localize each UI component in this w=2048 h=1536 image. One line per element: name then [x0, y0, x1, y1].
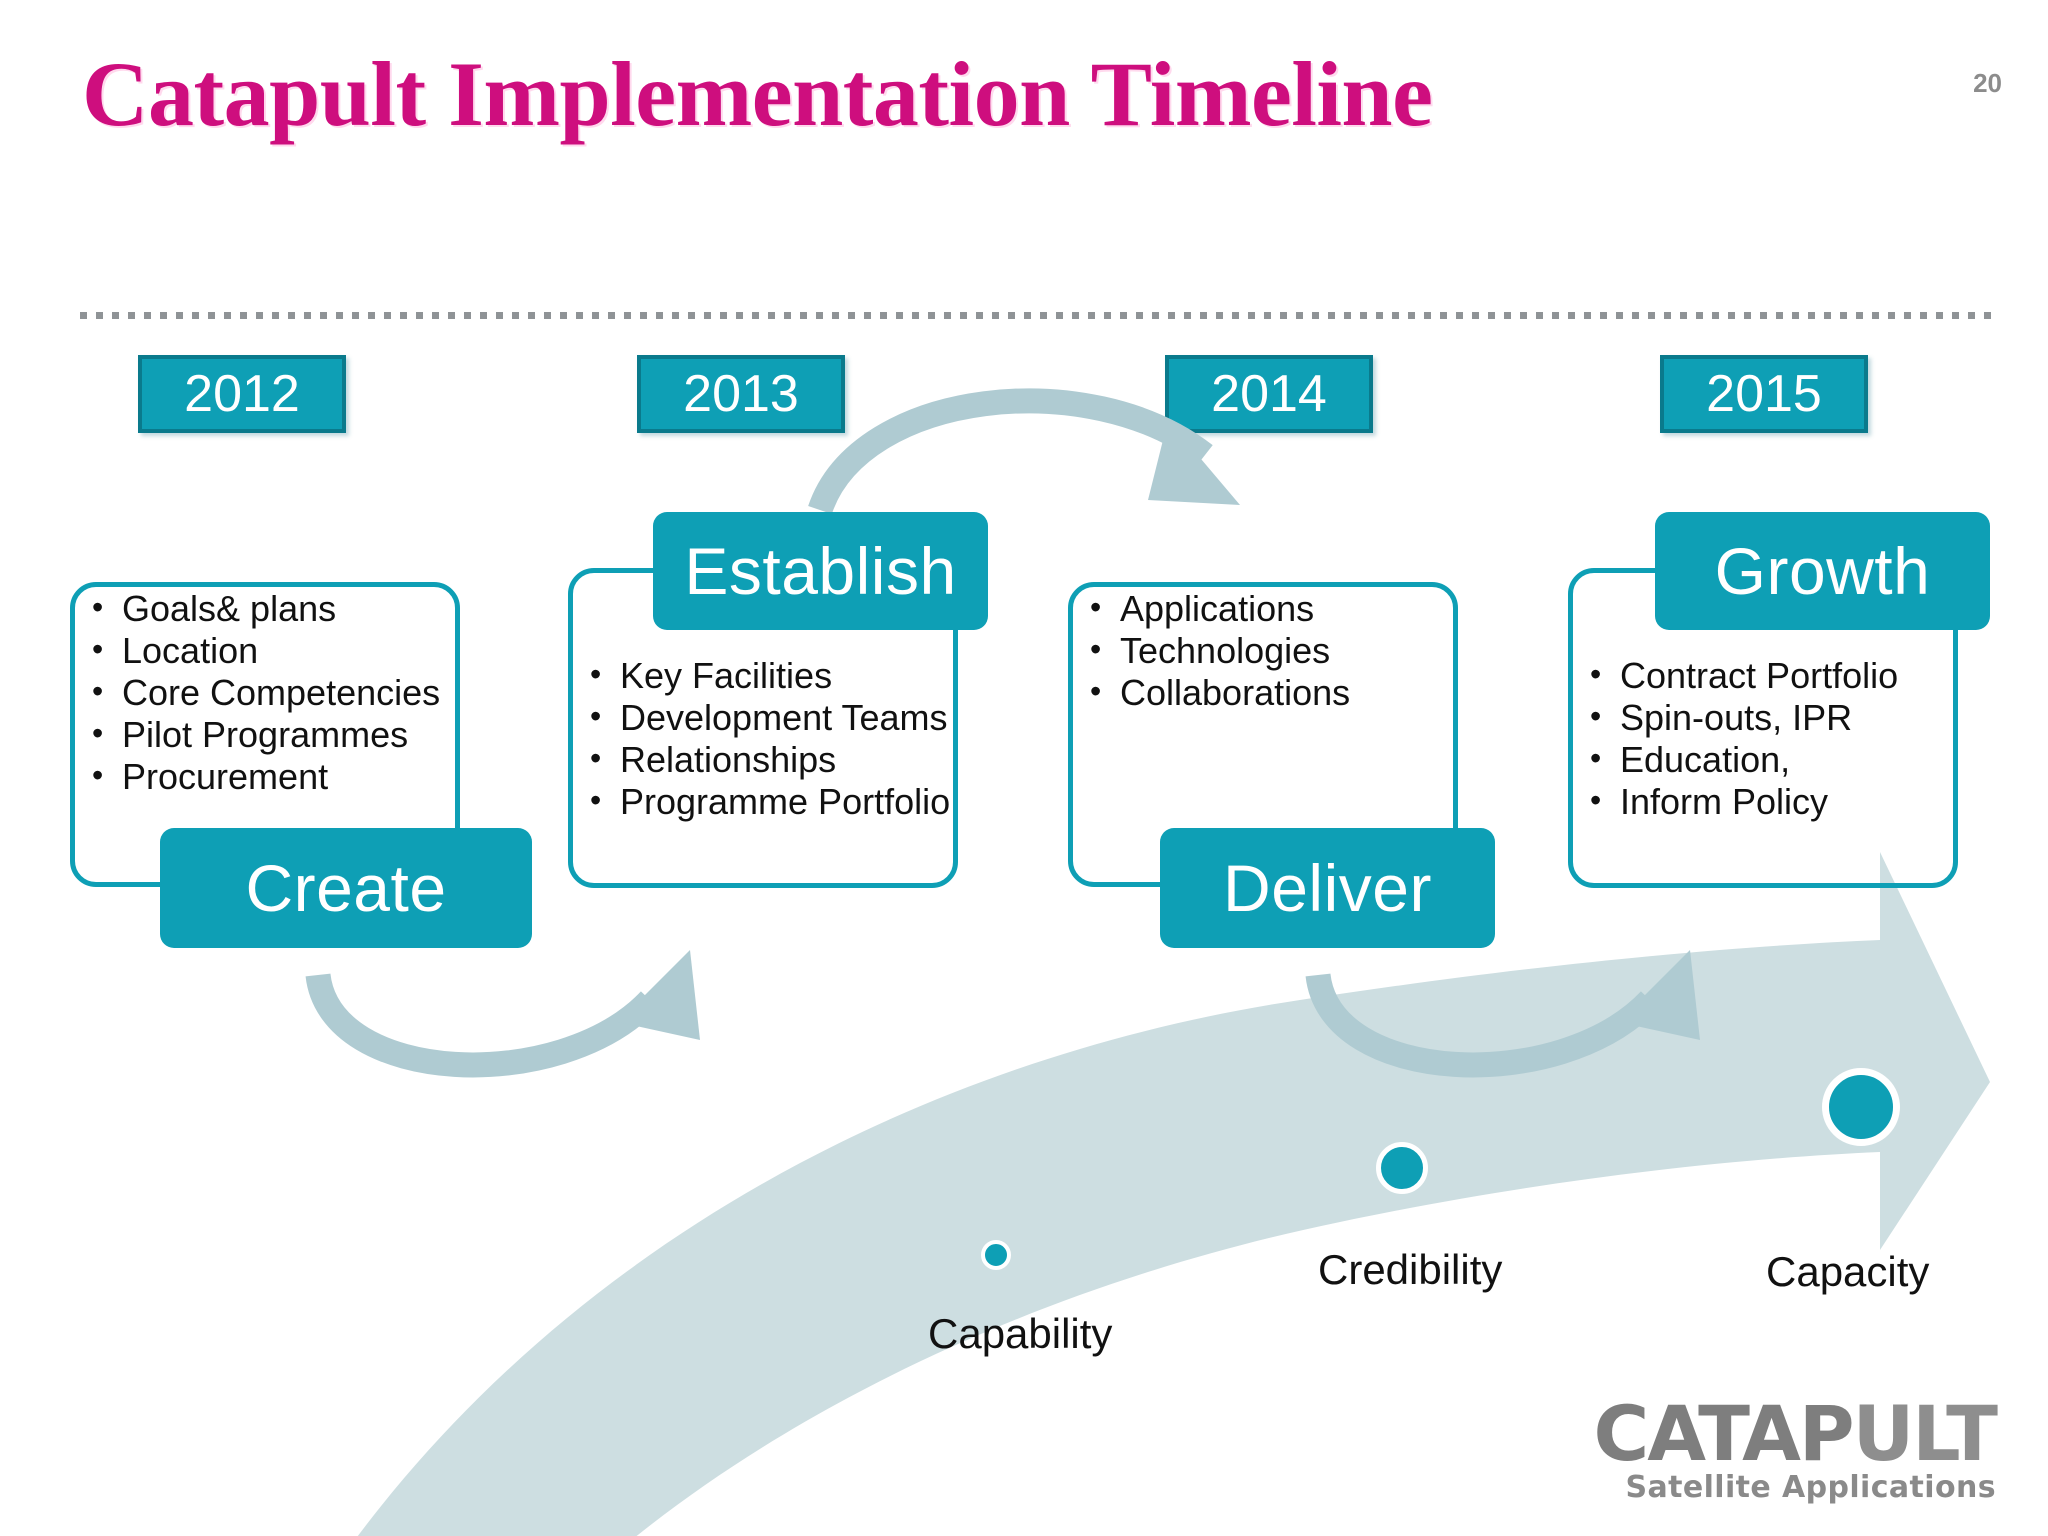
arrow-deliver-to-growth: [1305, 950, 1700, 1078]
stage-label-credibility: Credibility: [1318, 1246, 1503, 1293]
stage-dot-capability[interactable]: [981, 1240, 1011, 1270]
list-item: Key Facilities: [586, 653, 986, 697]
year-chip-2013[interactable]: 2013: [637, 355, 845, 433]
bullet-list-deliver: Applications Technologies Collaborations: [1086, 586, 1466, 714]
list-item: Applications: [1086, 586, 1466, 630]
phase-chip-growth[interactable]: Growth: [1655, 512, 1990, 630]
list-item: Programme Portfolio: [586, 779, 986, 823]
list-item: Goals& plans: [88, 586, 468, 630]
logo-word-part-1: CATAP: [1593, 1389, 1854, 1478]
list-item: Collaborations: [1086, 670, 1466, 714]
stage-label-capacity: Capacity: [1766, 1248, 1930, 1295]
catapult-logo: CATAPULT Satellite Applications: [1593, 1396, 1998, 1506]
stage-dot-credibility[interactable]: [1376, 1142, 1428, 1194]
list-item: Development Teams: [586, 695, 986, 739]
phase-chip-create[interactable]: Create: [160, 828, 532, 948]
year-chip-2014[interactable]: 2014: [1165, 355, 1373, 433]
logo-tagline: Satellite Applications: [1625, 1470, 1996, 1505]
list-item: Procurement: [88, 754, 468, 798]
list-item: Education,: [1586, 737, 1986, 781]
year-chip-2015[interactable]: 2015: [1660, 355, 1868, 433]
stage-dot-capacity[interactable]: [1822, 1068, 1900, 1146]
stage-label-capability: Capability: [928, 1310, 1113, 1357]
list-item: Spin-outs, IPR: [1586, 695, 1986, 739]
list-item: Relationships: [586, 737, 986, 781]
list-item: Core Competencies: [88, 670, 468, 714]
bullet-list-establish: Key Facilities Development Teams Relatio…: [586, 653, 986, 823]
list-item: Location: [88, 628, 468, 672]
arrow-create-to-establish: [305, 950, 700, 1078]
timeline-dotted-rule: [80, 312, 1998, 319]
list-item: Contract Portfolio: [1586, 653, 1986, 697]
bullet-list-create: Goals& plans Location Core Competencies …: [88, 586, 468, 798]
year-chip-2012[interactable]: 2012: [138, 355, 346, 433]
phase-chip-deliver[interactable]: Deliver: [1160, 828, 1495, 948]
list-item: Pilot Programmes: [88, 712, 468, 756]
list-item: Inform Policy: [1586, 779, 1986, 823]
bullet-list-growth: Contract Portfolio Spin-outs, IPR Educat…: [1586, 653, 1986, 823]
logo-wordmark: CATAPULT: [1593, 1396, 1998, 1472]
phase-chip-establish[interactable]: Establish: [653, 512, 988, 630]
page-title: Catapult Implementation Timeline: [82, 43, 1433, 145]
page-number: 20: [1973, 68, 2002, 98]
list-item: Technologies: [1086, 628, 1466, 672]
logo-word-part-2: ULT: [1852, 1389, 1998, 1478]
